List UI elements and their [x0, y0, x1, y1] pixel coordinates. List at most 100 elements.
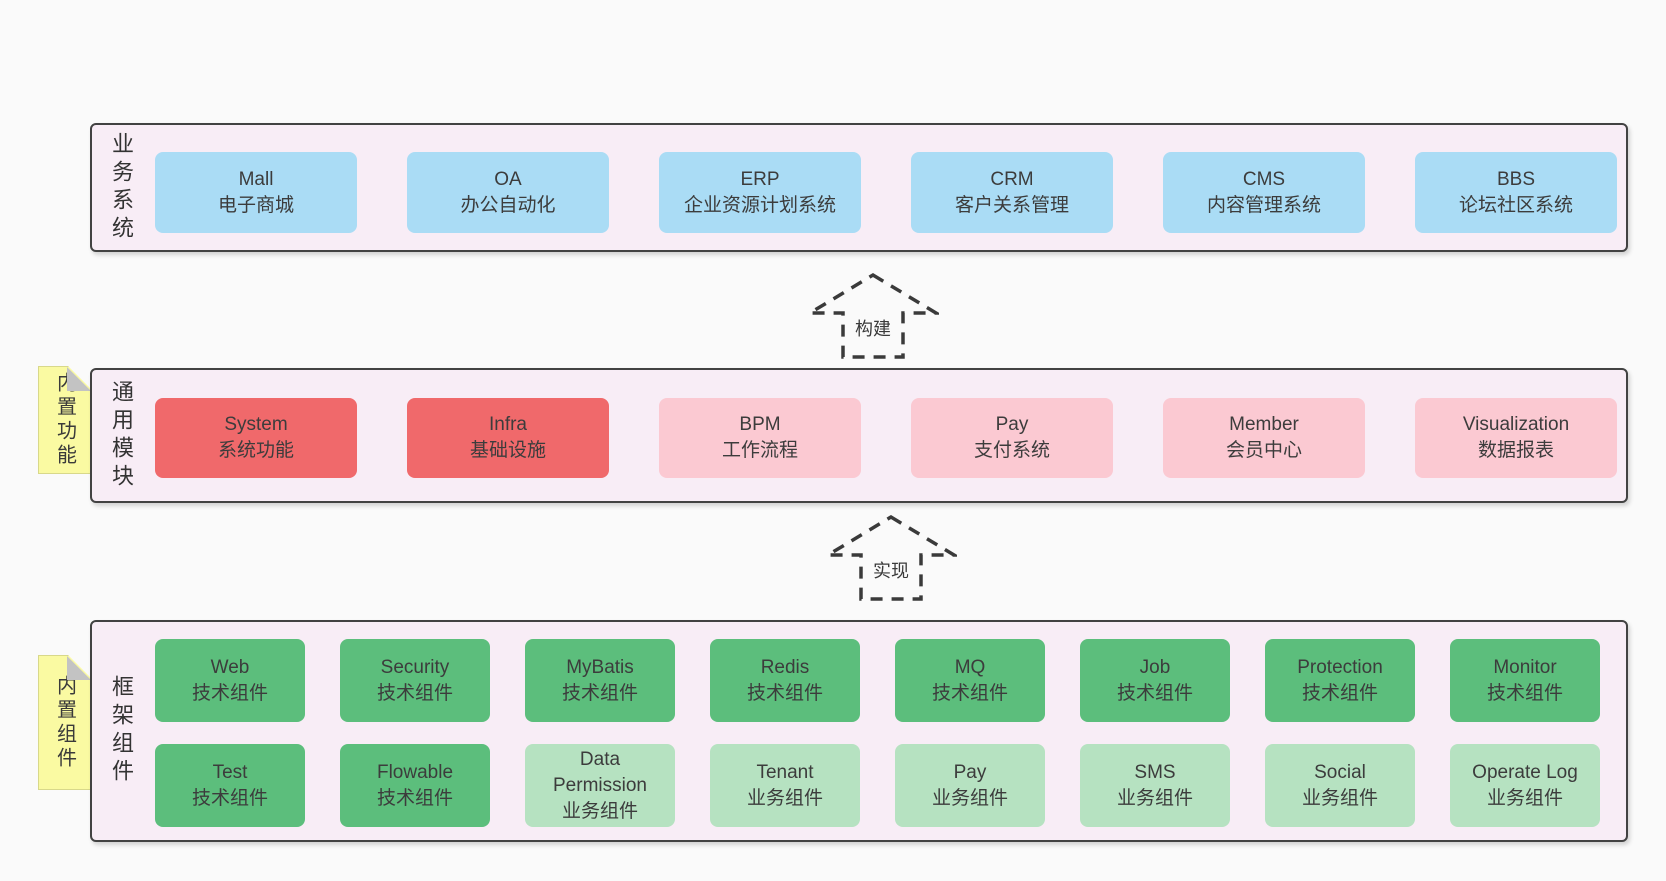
box-title: Web: [210, 656, 250, 678]
layer-common-modules: 通用模块 System 系统功能 Infra 基础设施 BPM 工作流程 Pay…: [90, 368, 1628, 503]
box-title: Protection: [1297, 656, 1383, 678]
layer-framework-components: 框架组件 Web 技术组件 Security 技术组件 MyBatis 技术组件…: [90, 620, 1628, 842]
box-visualization: Visualization 数据报表: [1415, 398, 1617, 478]
box-title: ERP: [740, 168, 780, 190]
box-title: MyBatis: [566, 656, 634, 678]
box-mybatis: MyBatis 技术组件: [525, 639, 675, 722]
box-subtitle: 支付系统: [973, 440, 1050, 461]
box-subtitle: 业务组件: [1116, 787, 1193, 809]
box-erp: ERP 企业资源计划系统: [659, 152, 861, 233]
box-monitor: Monitor 技术组件: [1450, 639, 1600, 722]
box-subtitle: 办公自动化: [460, 194, 556, 216]
tag-built-in-components-label: 内置组件: [53, 674, 76, 771]
box-title: CRM: [990, 168, 1034, 190]
box-subtitle: 数据报表: [1477, 440, 1554, 461]
box-subtitle: 业务组件: [746, 787, 823, 809]
box-title: OA: [494, 168, 522, 190]
arrow-build-label: 构建: [852, 315, 894, 341]
box-subtitle: 系统功能: [217, 440, 294, 461]
box-subtitle: 业务组件: [1301, 787, 1378, 809]
box-subtitle: 技术组件: [746, 682, 823, 704]
box-member: Member 会员中心: [1163, 398, 1365, 478]
box-subtitle: 技术组件: [191, 787, 268, 809]
box-title: MQ: [954, 656, 986, 678]
box-protection: Protection 技术组件: [1265, 639, 1415, 722]
arrow-implement-label: 实现: [870, 557, 912, 583]
box-title: Operate Log: [1472, 761, 1578, 783]
box-operate-log: Operate Log 业务组件: [1450, 744, 1600, 827]
box-tenant: Tenant 业务组件: [710, 744, 860, 827]
box-title: Flowable: [376, 761, 454, 783]
box-title: Data Permission: [553, 748, 647, 796]
box-data-permission: Data Permission 业务组件: [525, 744, 675, 827]
box-subtitle: 论坛社区系统: [1458, 194, 1573, 216]
box-subtitle: 技术组件: [1301, 682, 1378, 704]
box-pay-component: Pay 业务组件: [895, 744, 1045, 827]
layer-framework-components-label: 框架组件: [109, 675, 134, 787]
arrow-up-implement: 实现: [825, 514, 957, 602]
box-cms: CMS 内容管理系统: [1163, 152, 1365, 233]
box-subtitle: 业务组件: [931, 787, 1008, 809]
folded-corner-icon: [67, 656, 91, 680]
box-mall: Mall 电子商城: [155, 152, 357, 233]
box-subtitle: 技术组件: [1486, 682, 1563, 704]
box-security: Security 技术组件: [340, 639, 490, 722]
box-system: System 系统功能: [155, 398, 357, 478]
box-title: Test: [212, 761, 248, 783]
box-title: Tenant: [756, 761, 814, 783]
folded-corner-icon: [67, 367, 91, 391]
box-title: Social: [1314, 761, 1366, 783]
box-web: Web 技术组件: [155, 639, 305, 722]
box-subtitle: 技术组件: [191, 682, 268, 704]
tag-built-in-features-label: 内置功能: [53, 372, 76, 468]
box-title: CMS: [1242, 168, 1286, 190]
box-title: Pay: [953, 761, 987, 783]
box-subtitle: 会员中心: [1225, 440, 1302, 461]
box-title: Redis: [760, 656, 810, 678]
box-title: Job: [1139, 656, 1171, 678]
box-title: Monitor: [1493, 656, 1557, 678]
tag-built-in-features: 内置功能: [38, 366, 92, 474]
tag-built-in-components: 内置组件: [38, 655, 92, 790]
box-test: Test 技术组件: [155, 744, 305, 827]
box-subtitle: 基础设施: [469, 440, 546, 461]
box-job: Job 技术组件: [1080, 639, 1230, 722]
box-subtitle: 技术组件: [1116, 682, 1193, 704]
box-title: BBS: [1496, 168, 1536, 190]
box-sms: SMS 业务组件: [1080, 744, 1230, 827]
box-oa: OA 办公自动化: [407, 152, 609, 233]
box-infra: Infra 基础设施: [407, 398, 609, 478]
box-title: Member: [1229, 414, 1299, 435]
box-subtitle: 技术组件: [931, 682, 1008, 704]
box-subtitle: 业务组件: [561, 800, 638, 822]
box-title: Security: [380, 656, 450, 678]
box-redis: Redis 技术组件: [710, 639, 860, 722]
box-subtitle: 客户关系管理: [954, 194, 1069, 216]
arrow-up-build: 构建: [807, 272, 939, 360]
box-subtitle: 工作流程: [721, 440, 798, 461]
layer-business-systems-label: 业务系统: [109, 131, 134, 244]
box-subtitle: 技术组件: [376, 682, 453, 704]
box-subtitle: 内容管理系统: [1206, 194, 1321, 216]
box-title: BPM: [739, 414, 781, 435]
box-title: System: [224, 414, 288, 435]
box-subtitle: 电子商城: [217, 194, 294, 216]
layer-business-systems: 业务系统 Mall 电子商城 OA 办公自动化 ERP 企业资源计划系统 CRM…: [90, 123, 1628, 252]
box-subtitle: 技术组件: [376, 787, 453, 809]
box-title: Visualization: [1462, 414, 1570, 435]
box-subtitle: 技术组件: [561, 682, 638, 704]
box-title: Infra: [488, 414, 528, 435]
box-mq: MQ 技术组件: [895, 639, 1045, 722]
box-flowable: Flowable 技术组件: [340, 744, 490, 827]
box-crm: CRM 客户关系管理: [911, 152, 1113, 233]
box-subtitle: 业务组件: [1486, 787, 1563, 809]
box-title: Pay: [995, 414, 1029, 435]
box-pay-system: Pay 支付系统: [911, 398, 1113, 478]
box-title: Mall: [238, 168, 274, 190]
layer-common-modules-label: 通用模块: [109, 379, 134, 492]
box-title: SMS: [1134, 761, 1176, 783]
box-social: Social 业务组件: [1265, 744, 1415, 827]
box-bpm: BPM 工作流程: [659, 398, 861, 478]
box-subtitle: 企业资源计划系统: [683, 194, 836, 216]
